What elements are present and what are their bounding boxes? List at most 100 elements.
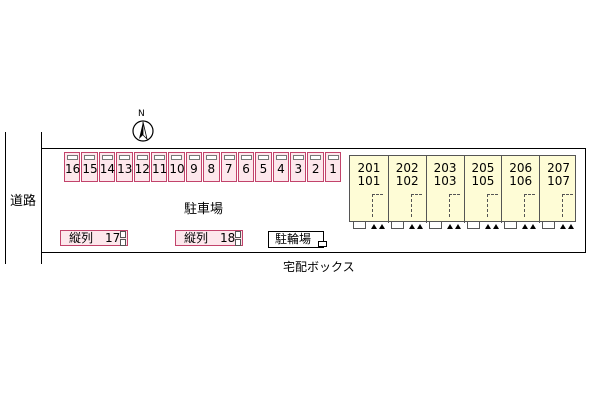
unit-number-upper: 207 (547, 161, 571, 175)
parking-space: 13 (116, 152, 133, 182)
space-marker (206, 155, 218, 160)
stair-outline (372, 194, 383, 217)
parking-space: 16 (64, 152, 81, 182)
space-marker (171, 155, 183, 160)
entrance-arrow-icon (560, 224, 567, 229)
entrance-step (353, 221, 366, 229)
parking-space-number: 8 (207, 162, 216, 176)
parking-space: 5 (255, 152, 272, 182)
parking-space-number: 10 (169, 162, 185, 176)
tandem-space-17: 縦列 17 (60, 230, 128, 246)
space-marker (67, 155, 78, 160)
space-marker (223, 155, 235, 160)
parking-space: 7 (220, 152, 237, 182)
parking-space-number: 12 (134, 162, 150, 176)
parking-space-number: 6 (242, 162, 250, 176)
road-boundary-line (5, 132, 6, 264)
unit-number-lower: 101 (357, 174, 381, 188)
parking-space: 4 (272, 152, 290, 182)
unit-number-lower: 103 (433, 174, 457, 188)
site-edge-line (41, 132, 42, 149)
parking-space: 11 (150, 152, 168, 182)
space-marker (275, 155, 287, 160)
space-marker (235, 231, 241, 238)
parking-space-number: 15 (82, 162, 98, 176)
stair-outline (524, 194, 536, 217)
parking-space-number: 16 (65, 162, 81, 176)
space-marker (240, 155, 252, 160)
parking-space-number: 3 (294, 162, 303, 176)
parking-space: 1 (324, 152, 342, 182)
bicycle-rack-marker (318, 241, 327, 247)
entrance-step (390, 221, 404, 229)
entrance-arrow-icon (484, 224, 491, 229)
space-marker (188, 155, 200, 160)
space-marker (258, 155, 270, 160)
entrance-arrow-icon (530, 224, 537, 229)
delivery-box-label: 宅配ボックス (283, 260, 355, 274)
parking-space-number: 1 (329, 162, 337, 176)
space-marker (101, 155, 113, 160)
parking-space: 15 (81, 152, 98, 182)
space-marker (153, 155, 165, 160)
unit-number-upper: 206 (509, 161, 533, 175)
parking-space-number: 14 (99, 162, 116, 176)
tandem-space-18: 縦列 18 (175, 230, 243, 246)
parking-space-number: 2 (311, 162, 320, 176)
space-marker (136, 155, 148, 160)
space-marker (235, 239, 241, 246)
entrance-arrow-icon (446, 224, 453, 229)
parking-space: 12 (133, 152, 150, 182)
compass-label: N (138, 109, 145, 119)
parking-space-number: 5 (259, 162, 268, 176)
space-marker (84, 155, 96, 160)
entrance-arrow-icon (522, 224, 529, 229)
entrance-arrow-icon (416, 224, 423, 229)
space-marker (120, 239, 126, 246)
parking-space-number: 7 (224, 162, 233, 176)
unit-number-lower: 106 (509, 174, 533, 188)
road-label: 道路 (10, 194, 37, 209)
parking-label: 駐車場 (184, 202, 224, 217)
entrance-arrow-icon (454, 224, 461, 229)
entrance-arrow-icon (408, 224, 415, 229)
bicycle-parking: 駐輪場 (268, 231, 324, 248)
entrance-arrow-icon (568, 224, 575, 229)
unit-number-upper: 201 (357, 161, 381, 175)
space-marker (327, 155, 339, 160)
unit-number-upper: 203 (433, 161, 457, 175)
stair-outline (448, 194, 460, 217)
north-compass-icon (132, 120, 154, 142)
parking-space-number: 9 (190, 162, 198, 176)
parking-space: 6 (237, 152, 255, 182)
space-marker (120, 231, 126, 238)
parking-space-number: 11 (151, 162, 168, 176)
stair-outline (486, 194, 498, 217)
entrance-arrow-icon (492, 224, 499, 229)
entrance-step (466, 221, 480, 229)
entrance-arrow-icon (379, 224, 385, 229)
parking-space: 3 (290, 152, 307, 182)
space-marker (310, 155, 322, 160)
space-marker (293, 155, 305, 160)
parking-space: 14 (98, 152, 116, 182)
unit-number-lower: 107 (547, 174, 571, 188)
unit-number-upper: 202 (395, 161, 419, 175)
parking-space: 8 (203, 152, 220, 182)
unit-number-lower: 102 (395, 174, 419, 188)
parking-space: 2 (307, 152, 324, 182)
parking-space-number: 13 (117, 162, 133, 176)
site-edge-line (41, 251, 42, 264)
unit-number-lower: 105 (471, 174, 495, 188)
entrance-step (504, 221, 518, 229)
parking-space: 10 (168, 152, 185, 182)
unit-number-upper: 205 (471, 161, 495, 175)
